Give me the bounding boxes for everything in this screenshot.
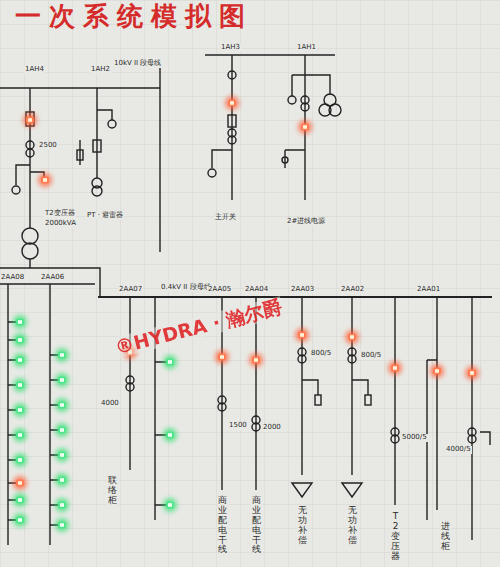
equipment-rating: 2000kVA: [44, 220, 77, 228]
cabinet-number: 2AA07: [118, 286, 143, 294]
ct-ratio: 800/5: [310, 350, 332, 358]
cabinet-number: 1AH3: [220, 44, 241, 52]
cabinet-number: 2AA04: [244, 286, 269, 294]
cabinet-number: 2AA03: [290, 286, 315, 294]
ct-ratio: 5000/5: [401, 434, 428, 442]
cabinet-number: 2AA01: [416, 286, 441, 294]
equipment-name: 主开关: [214, 214, 237, 222]
circuit-name: T2变压器: [390, 512, 401, 561]
panel-title: 一次系统模拟图: [14, 2, 254, 31]
cabinet-number: 1AH4: [24, 66, 45, 74]
ct-ratio: 4000/5: [445, 446, 472, 454]
circuit-name: 商业配电干线: [251, 496, 262, 555]
cabinet-number: 2AA02: [340, 286, 365, 294]
cabinet-number: 1AH2: [90, 66, 111, 74]
ct-ratio: 800/5: [360, 352, 382, 360]
rating-number: 2500: [38, 142, 58, 150]
rating-number: 1500: [228, 422, 248, 430]
rating-number: 4000: [100, 400, 120, 408]
cabinet-number: 2AA08: [0, 274, 25, 282]
bus-name: 10kV II 段母线: [113, 60, 162, 68]
circuit-name: 进线柜: [440, 522, 451, 552]
equipment-name: T2变压器: [44, 210, 76, 218]
circuit-name: 无功补偿: [347, 506, 358, 546]
equipment-name: 2#进线电源: [286, 218, 326, 226]
circuit-name: 商业配电干线: [217, 496, 228, 555]
cabinet-number: 1AH1: [296, 44, 317, 52]
equipment-name: PT · 避雷器: [86, 212, 124, 220]
circuit-name: 联络柜: [107, 476, 118, 506]
cabinet-number: 2AA06: [40, 274, 65, 282]
circuit-name: 无功补偿: [297, 506, 308, 546]
indicator-lamps: [13, 96, 479, 532]
rating-number: 2000: [262, 424, 282, 432]
cabinet-number: 2AA05: [207, 286, 232, 294]
bus-name: 0.4kV II 段母线: [160, 284, 212, 292]
